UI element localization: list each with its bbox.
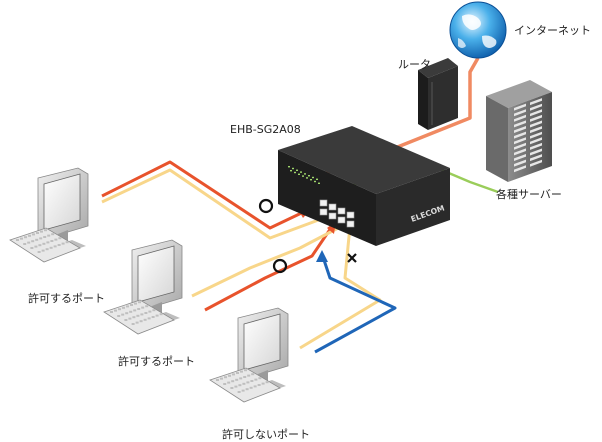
status-led bbox=[294, 171, 296, 174]
pc3-arrow-head bbox=[316, 250, 328, 262]
servers-label: 各種サーバー bbox=[496, 188, 562, 201]
lan-port bbox=[337, 207, 346, 215]
keyboard-icon bbox=[9, 227, 81, 263]
lan-port bbox=[328, 203, 337, 211]
pc3-cable-yellow bbox=[299, 225, 382, 350]
keyboard-icon bbox=[103, 299, 175, 335]
status-led bbox=[314, 180, 316, 183]
status-led bbox=[304, 173, 306, 175]
pc2-cable-red bbox=[204, 221, 337, 312]
allowed-mark-2 bbox=[272, 258, 288, 274]
server-slot bbox=[530, 103, 542, 111]
lan-port bbox=[319, 199, 328, 207]
server-slot bbox=[530, 154, 542, 162]
server-slot bbox=[514, 165, 526, 173]
pc1-cable-yellow bbox=[101, 168, 333, 240]
server-slot bbox=[530, 109, 542, 117]
pc-1-icon bbox=[9, 167, 89, 263]
server-rack-icon bbox=[486, 80, 552, 182]
lan-port bbox=[346, 211, 355, 219]
status-led bbox=[318, 182, 320, 184]
denied-mark bbox=[347, 253, 357, 263]
keyboard-icon bbox=[209, 367, 281, 403]
status-led bbox=[312, 176, 314, 179]
server-slot bbox=[530, 126, 542, 134]
lan-port bbox=[346, 220, 355, 228]
server-slot bbox=[514, 126, 526, 133]
internet-label: インターネット bbox=[514, 24, 591, 37]
server-slot bbox=[530, 142, 542, 150]
pc-3-icon bbox=[209, 307, 289, 403]
server-slot bbox=[530, 159, 542, 167]
allowed-mark-1 bbox=[258, 198, 274, 214]
pc1-port-label: 許可するポート bbox=[28, 292, 105, 305]
router-label: ルータ bbox=[398, 58, 431, 71]
status-led bbox=[290, 170, 292, 172]
server-slot bbox=[530, 98, 542, 106]
switch-device: ELECOM bbox=[278, 126, 450, 246]
pc2-cable-yellow bbox=[191, 224, 343, 298]
status-led bbox=[292, 167, 294, 170]
pc-2-icon bbox=[103, 239, 183, 335]
server-slot bbox=[514, 159, 526, 167]
server-slot bbox=[514, 114, 526, 122]
status-led bbox=[310, 179, 312, 181]
status-led bbox=[288, 166, 290, 168]
server-slot bbox=[514, 154, 526, 161]
monitor-screen bbox=[137, 245, 175, 303]
monitor-screen bbox=[43, 173, 81, 231]
server-slot bbox=[514, 103, 526, 111]
server-slot bbox=[514, 109, 526, 117]
pc3-port-label: 許可しないポート bbox=[222, 428, 310, 441]
status-led bbox=[300, 171, 302, 173]
router-icon bbox=[418, 58, 458, 130]
monitor-screen bbox=[243, 313, 281, 371]
status-led bbox=[316, 178, 318, 180]
lan-port bbox=[319, 208, 328, 216]
switch-model-label: EHB-SG2A08 bbox=[230, 123, 301, 136]
status-led bbox=[298, 173, 300, 175]
server-slot bbox=[530, 131, 542, 139]
server-slot bbox=[514, 120, 526, 128]
server-slot bbox=[514, 142, 526, 150]
lan-port bbox=[328, 212, 337, 220]
status-led bbox=[306, 177, 308, 179]
status-led bbox=[308, 175, 310, 177]
status-led bbox=[302, 175, 304, 177]
server-slot bbox=[514, 137, 526, 145]
status-led-panel bbox=[288, 166, 320, 184]
lan-port-block bbox=[319, 199, 355, 228]
internet-globe-icon bbox=[449, 1, 507, 59]
server-slot bbox=[530, 137, 542, 145]
server-slot bbox=[530, 148, 542, 156]
server-slot bbox=[514, 148, 526, 156]
pc2-port-label: 許可するポート bbox=[118, 355, 195, 368]
server-slot bbox=[514, 131, 526, 139]
pc1-cable-red bbox=[101, 160, 313, 230]
server-slot bbox=[530, 114, 542, 122]
pc3-cable-blue bbox=[314, 253, 397, 354]
server-slot bbox=[530, 120, 542, 128]
status-led bbox=[296, 169, 298, 171]
lan-port bbox=[337, 216, 346, 224]
